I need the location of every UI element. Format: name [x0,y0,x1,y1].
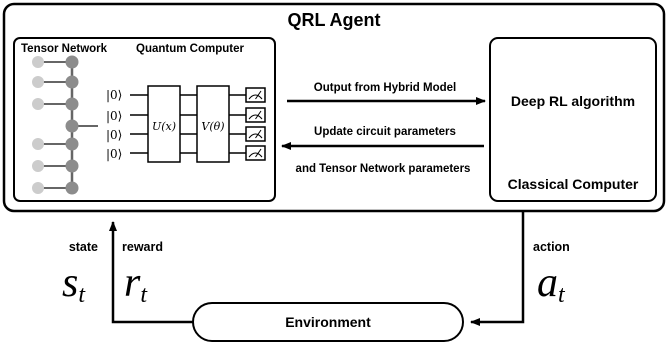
state-label: state [69,240,98,254]
action-symbol: at [537,260,566,308]
tn-input-node [32,98,44,110]
tn-input-node [32,160,44,172]
classical-computer-label: Classical Computer [508,176,639,192]
tn-tensor-node [65,119,79,133]
action-arrow [470,211,525,326]
tn-tensor-node [65,137,79,151]
ket-zero: |0⟩ [106,88,122,102]
state-reward-arrow [109,221,193,324]
tensor-network-label: Tensor Network [21,43,108,55]
measurement-icon [245,145,266,161]
reward-label: reward [122,240,163,254]
tn-tensor-node [65,159,79,173]
encoding-gate [147,85,181,163]
tn-input-node [32,182,44,194]
ket-zero: |0⟩ [106,147,122,161]
tn-input-node [32,76,44,88]
tensor-network [32,55,98,195]
measurement-icon [245,87,266,103]
variational-gate [196,85,230,163]
tn-tensor-node [65,75,79,89]
update-label-2: and Tensor Network parameters [296,163,471,175]
tn-tensor-node [65,181,79,195]
action-label: action [533,240,570,254]
qrl-agent-box [2,2,666,213]
output-label: Output from Hybrid Model [314,82,456,94]
reward-symbol: rt [124,260,148,308]
ket-zero: |0⟩ [106,128,122,142]
tn-tensor-node [65,55,79,69]
encoding-gate-label: U(x) [152,120,176,133]
tn-tensor-node [65,97,79,111]
state-symbol: st [62,260,86,308]
update-label-1: Update circuit parameters [314,126,456,138]
measurement-icon [245,107,266,123]
hybrid-model-box [13,37,276,202]
ket-zero: |0⟩ [106,109,122,123]
measurement-icon [245,126,266,142]
environment-label: Environment [285,314,371,330]
quantum-computer-label: Quantum Computer [136,43,244,55]
qrl-agent-title: QRL Agent [288,10,381,30]
classical-computer-box [489,37,657,202]
quantum-circuit: |0⟩ |0⟩ |0⟩ |0⟩ U(x) V(θ) [106,85,266,163]
deep-rl-label: Deep RL algorithm [511,93,635,109]
tn-input-node [32,56,44,68]
tn-input-node [32,138,44,150]
variational-gate-label: V(θ) [201,120,224,133]
